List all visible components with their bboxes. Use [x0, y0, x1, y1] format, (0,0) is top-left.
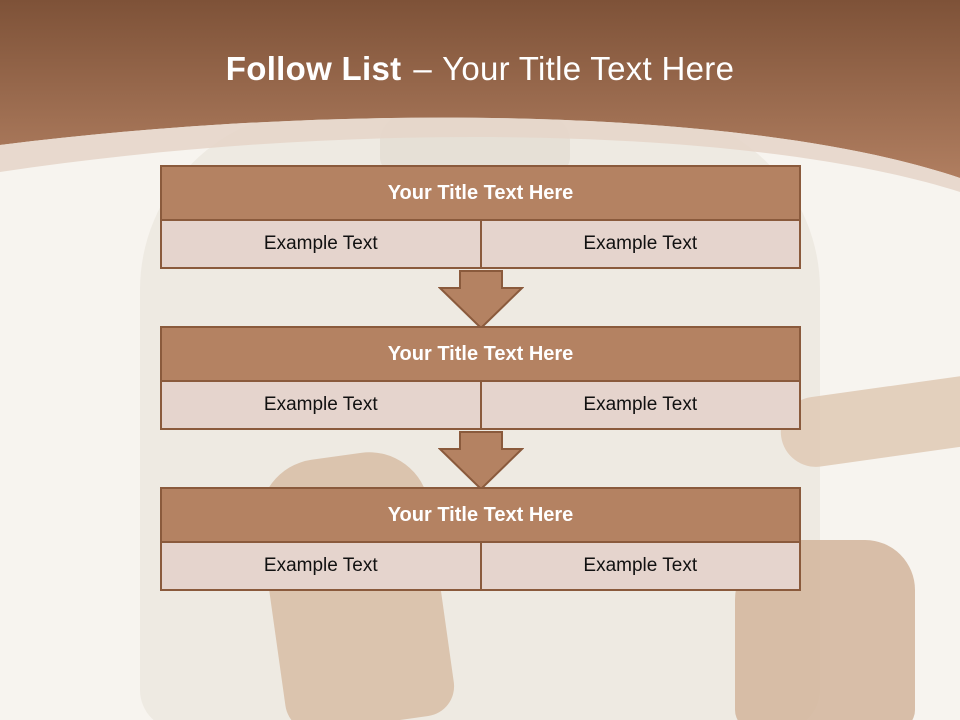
block-title: Your Title Text Here [160, 326, 801, 382]
page-title: Follow List–Your Title Text Here [0, 50, 960, 88]
follow-list-block: Your Title Text Here Example Text Exampl… [160, 487, 801, 591]
page-title-bold: Follow List [225, 50, 402, 87]
block-cell-right: Example Text [479, 219, 801, 269]
block-title: Your Title Text Here [160, 487, 801, 543]
follow-list-block: Your Title Text Here Example Text Exampl… [160, 326, 801, 430]
down-arrow-icon [438, 431, 524, 491]
block-cell-left: Example Text [160, 380, 482, 430]
block-row: Example Text Example Text [160, 380, 801, 430]
block-cell-right: Example Text [479, 380, 801, 430]
block-cell-left: Example Text [160, 219, 482, 269]
header-band: Follow List–Your Title Text Here [0, 0, 960, 200]
down-arrow-icon [438, 270, 524, 330]
page-title-rest: Your Title Text Here [442, 50, 735, 87]
block-row: Example Text Example Text [160, 219, 801, 269]
follow-list-block: Your Title Text Here Example Text Exampl… [160, 165, 801, 269]
page-title-separator: – [413, 50, 433, 87]
block-row: Example Text Example Text [160, 541, 801, 591]
block-title: Your Title Text Here [160, 165, 801, 221]
block-cell-right: Example Text [479, 541, 801, 591]
header-band-shape [0, 0, 960, 192]
block-cell-left: Example Text [160, 541, 482, 591]
